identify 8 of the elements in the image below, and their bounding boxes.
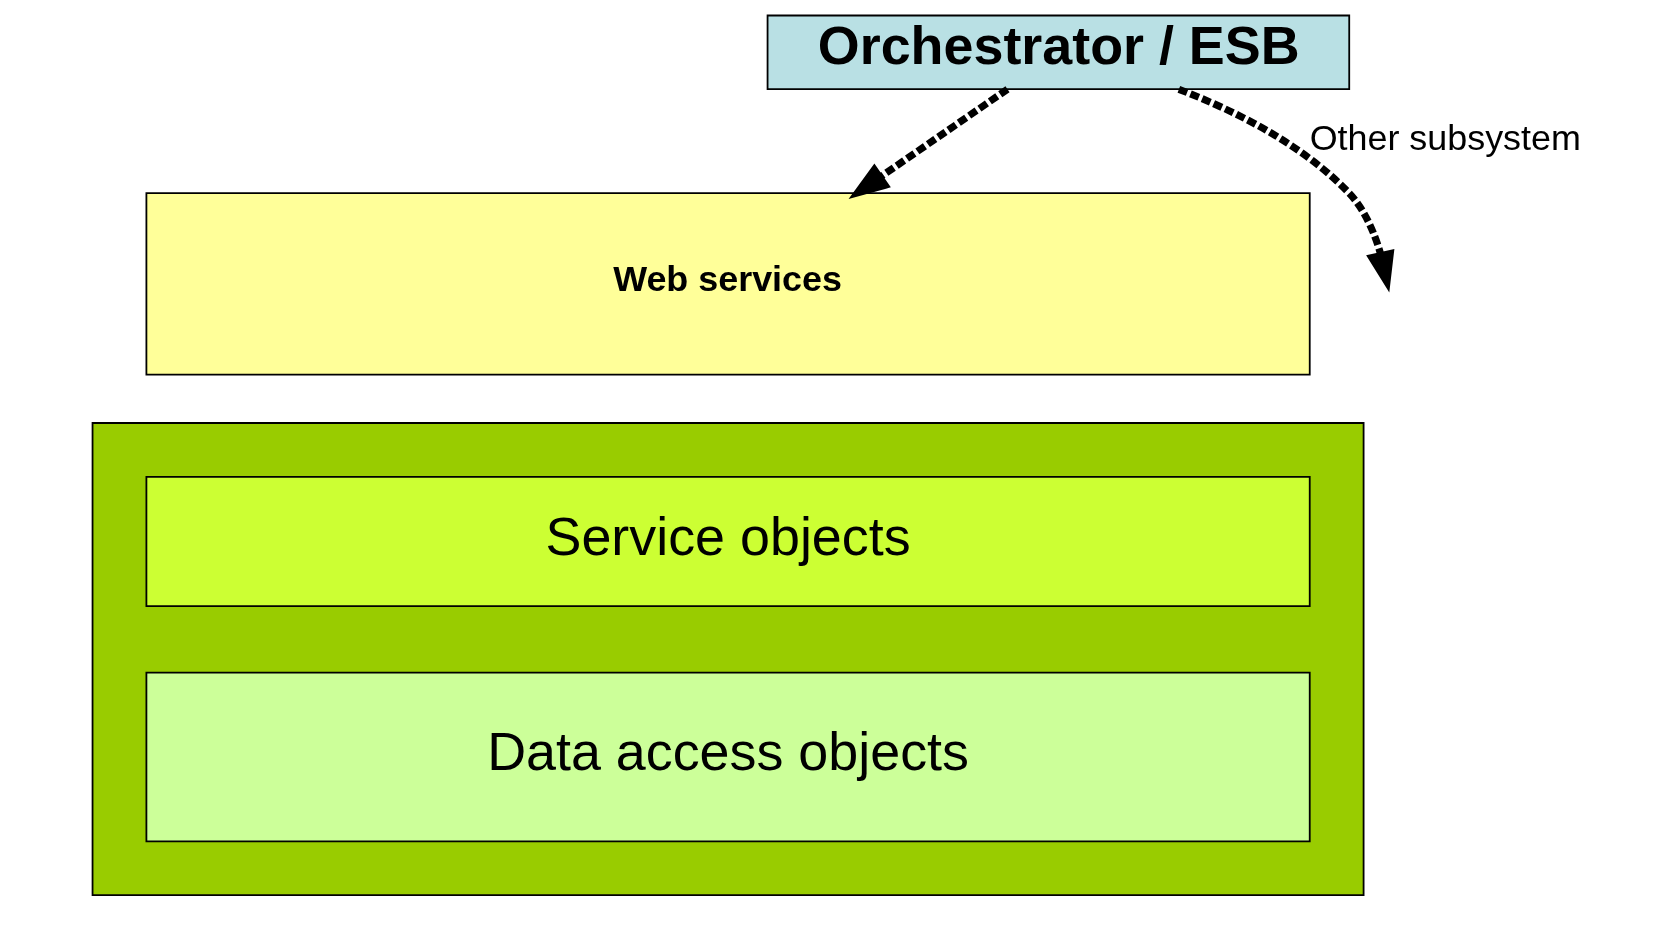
arrow <box>1177 85 1395 293</box>
edge-label: Other subsystem <box>1309 118 1581 159</box>
node-box: Data access objects <box>145 671 1311 843</box>
node-box: Orchestrator / ESB <box>766 14 1351 90</box>
node-box: Service objects <box>145 475 1311 607</box>
node-box: Web services <box>145 192 1311 376</box>
cluster <box>91 422 1365 897</box>
arrow <box>848 86 1010 199</box>
